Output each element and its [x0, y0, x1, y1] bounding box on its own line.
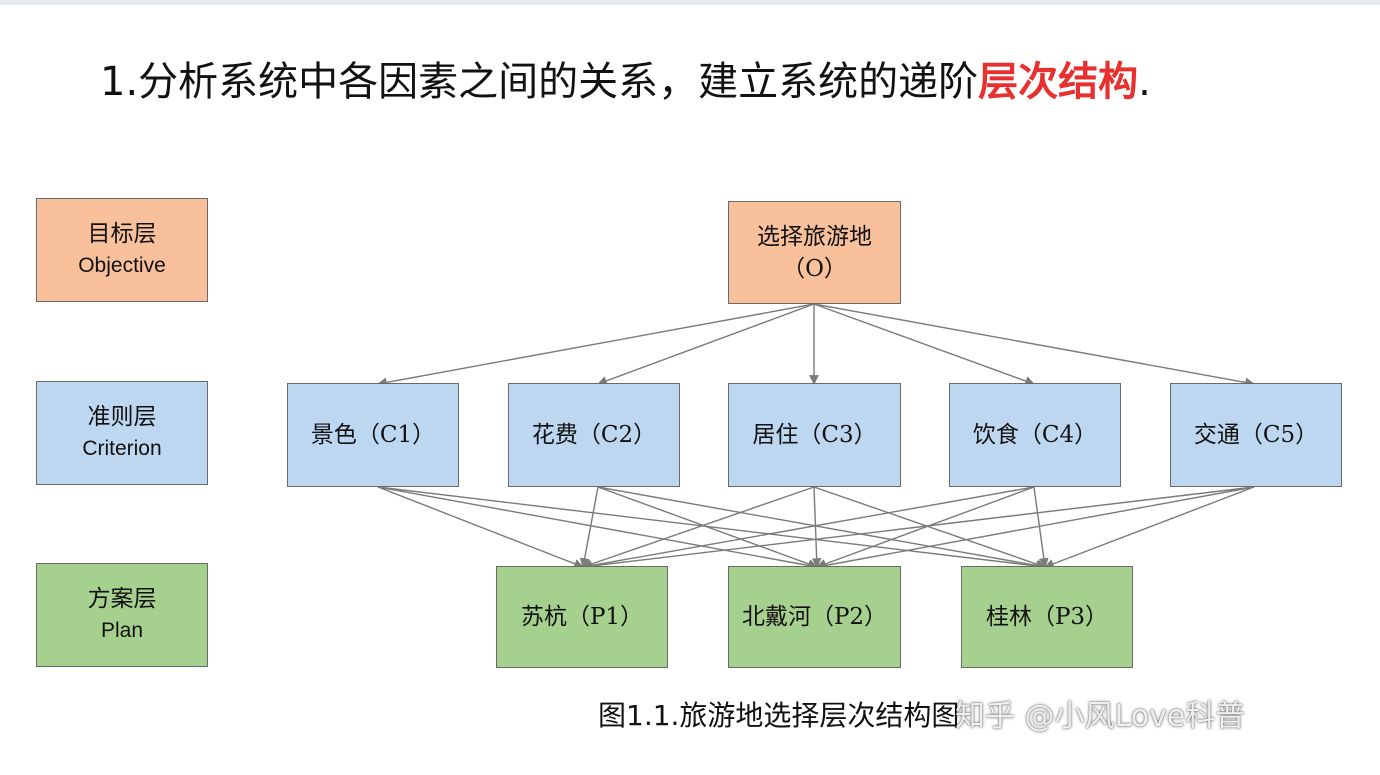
goal-node-line1: 选择旅游地	[757, 223, 872, 250]
heading-highlight: 层次结构	[978, 59, 1139, 105]
edge-c3-to-p3	[813, 486, 1046, 569]
layer-objective-box: 目标层 Objective	[36, 198, 208, 302]
criterion-label: 景色（C1）	[310, 422, 436, 448]
layer-criterion-cn: 准则层	[87, 404, 157, 430]
edge-c1-to-p1	[377, 486, 584, 569]
plan-label: 苏杭（P1）	[520, 604, 644, 630]
edge-c3-to-p2	[811, 486, 822, 568]
edge-c5-to-p3	[1044, 486, 1255, 569]
criterion-label: 交通（C5）	[1193, 422, 1319, 448]
criterion-node-c4: 饮食（C4）	[949, 383, 1121, 487]
criterion-node-c1: 景色（C1）	[287, 383, 459, 487]
plan-node-p3: 桂林（P3）	[961, 566, 1133, 668]
plan-node-p1: 苏杭（P1）	[496, 566, 668, 668]
edge-c4-to-p1	[582, 486, 1035, 571]
figure-caption: 图1.1.旅游地选择层次结构图	[598, 699, 960, 732]
edge-c5-to-p2	[816, 486, 1255, 571]
edge-c4-to-p2	[816, 486, 1035, 569]
slide-heading: 1.分析系统中各因素之间的关系，建立系统的递阶层次结构.	[100, 52, 1151, 112]
edge-goal-to-c1	[377, 303, 815, 388]
plan-label: 北戴河（P2）	[741, 604, 888, 630]
edge-goal-to-c5	[813, 303, 1255, 388]
heading-suffix: .	[1138, 59, 1151, 105]
edge-goal-to-c4	[813, 303, 1035, 386]
criterion-label: 花费（C2）	[531, 422, 657, 448]
goal-node: 选择旅游地 （O）	[728, 201, 901, 304]
watermark-text: 知乎 @小风Love科普	[955, 699, 1246, 734]
criterion-label: 居住（C3）	[752, 422, 877, 448]
layer-criterion-en: Criterion	[82, 437, 162, 460]
edge-c1-to-p3	[377, 486, 1046, 571]
edge-c4-to-p3	[1033, 486, 1049, 568]
edge-c1-to-p2	[377, 486, 818, 571]
layer-objective-cn: 目标层	[87, 221, 157, 247]
edge-c5-to-p1	[582, 486, 1255, 571]
top-divider-bar	[0, 0, 1380, 5]
edge-goal-to-c2	[597, 303, 815, 386]
layer-plan-en: Plan	[100, 619, 144, 642]
edge-c3-to-p1	[582, 486, 815, 569]
edge-c2-to-p2	[597, 486, 818, 569]
criterion-node-c5: 交通（C5）	[1170, 383, 1342, 487]
layer-plan-cn: 方案层	[87, 586, 157, 612]
criterion-node-c3: 居住（C3）	[728, 383, 901, 487]
layer-plan-box: 方案层 Plan	[36, 563, 208, 667]
goal-node-line2: （O）	[782, 255, 847, 282]
layer-criterion-box: 准则层 Criterion	[36, 381, 208, 485]
criterion-label: 饮食（C4）	[972, 422, 1098, 448]
heading-text: 1.分析系统中各因素之间的关系，建立系统的递阶	[100, 59, 979, 105]
plan-node-p2: 北戴河（P2）	[728, 566, 901, 668]
edge-c2-to-p1	[579, 486, 599, 568]
plan-label: 桂林（P3）	[985, 604, 1109, 630]
criterion-node-c2: 花费（C2）	[508, 383, 680, 487]
layer-objective-en: Objective	[78, 254, 166, 277]
edge-c2-to-p3	[597, 486, 1046, 571]
